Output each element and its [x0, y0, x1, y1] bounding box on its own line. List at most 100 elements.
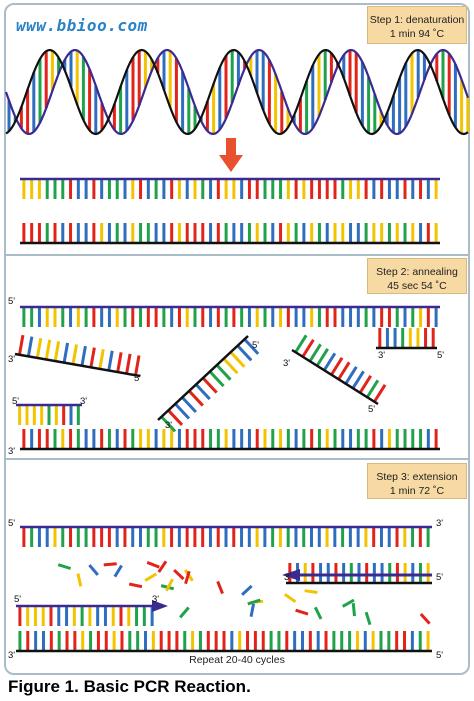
primer-c-base: [330, 357, 344, 376]
free-nucleotide: [313, 606, 323, 620]
primer-c-base: [351, 370, 365, 390]
primer-b-base: [215, 364, 232, 381]
primer-b-base: [194, 383, 211, 401]
separator-2: [6, 458, 468, 460]
primer-a-base: [89, 347, 96, 368]
step-3-title: Step 3: extension: [376, 471, 458, 483]
primer-c-base: [294, 334, 308, 354]
primer-b-base: [208, 370, 225, 388]
step-1-condition: 1 min 94 ˚C: [389, 28, 445, 40]
free-nucleotide: [247, 598, 261, 606]
free-nucleotide: [249, 603, 256, 617]
primer-c-base: [308, 343, 322, 363]
label-3prime-extension-b: 3': [152, 594, 160, 605]
denature-arrow-shaft: [226, 138, 236, 156]
label-5prime-primer-c: 5': [368, 404, 376, 415]
free-nucleotide: [304, 589, 318, 594]
primer-b-base: [229, 351, 246, 368]
label-3prime-primer-d: 3': [378, 350, 386, 361]
primer-a-base: [26, 336, 34, 357]
free-nucleotide: [283, 593, 297, 603]
label-3prime-bottom-step2: 3': [8, 446, 16, 457]
primer-b-backbone: [157, 335, 249, 421]
free-nucleotide: [146, 561, 160, 569]
primer-c-base: [322, 352, 337, 372]
primer-a-base: [125, 353, 132, 374]
free-nucleotide: [165, 578, 174, 592]
step-3-condition: 1 min 72 ˚C: [389, 485, 445, 497]
primer-a-base: [35, 337, 43, 359]
label-5prime-top-step2: 5': [8, 296, 16, 307]
free-nucleotide: [144, 572, 158, 582]
primer-a-base: [80, 345, 87, 367]
primer-a-base: [71, 344, 78, 365]
step-2-box: Step 2: annealing 45 sec 54 ˚C: [367, 258, 467, 294]
step-1-title: Step 1: denaturation: [369, 14, 465, 26]
primer-c-base: [337, 361, 351, 381]
free-nucleotide: [103, 562, 117, 567]
label-3prime-primer-e: 3': [80, 396, 88, 407]
primer-a-base: [116, 352, 123, 373]
primer-b-base: [222, 357, 239, 375]
free-nucleotide: [419, 613, 431, 625]
free-nucleotide: [351, 602, 356, 617]
free-nucleotide: [157, 560, 168, 573]
primer-c-base: [301, 339, 315, 358]
primer-b-base: [236, 344, 253, 362]
primer-a-base: [53, 341, 61, 362]
primer-b-base: [243, 338, 260, 355]
primer-a-base: [134, 355, 141, 376]
figure-caption: Figure 1. Basic PCR Reaction.: [8, 677, 251, 696]
separator-1: [6, 254, 468, 256]
free-nucleotide: [113, 564, 123, 578]
step-2-title: Step 2: annealing: [376, 266, 458, 278]
primer-c-base: [344, 366, 358, 385]
primer-c-base: [365, 379, 380, 399]
primer-b-base: [174, 402, 191, 420]
label-5prime-primer-e: 5': [12, 396, 20, 407]
free-nucleotide: [76, 573, 83, 587]
label-5prime-primer-d: 5': [437, 350, 445, 361]
label-5prime-extension-b: 5': [14, 594, 22, 605]
free-nucleotide: [179, 606, 190, 619]
label-3prime-primer-a: 3': [8, 354, 16, 365]
label-5prime-primer-a: 5': [134, 373, 142, 384]
primer-a-base: [44, 339, 52, 360]
primer-c-base: [358, 375, 372, 394]
label-5prime-extension-a: 5': [436, 572, 444, 583]
primer-a-base: [17, 334, 25, 356]
free-nucleotide: [57, 563, 72, 570]
primer-b-base: [160, 415, 177, 433]
helix-strand-purple: [4, 49, 470, 135]
denature-arrow-head: [219, 155, 243, 172]
label-3prime-primer-b: 3': [165, 420, 173, 431]
repeat-cycles-text: Repeat 20-40 cycles: [189, 654, 285, 666]
primer-b-base: [188, 389, 204, 407]
free-nucleotide: [128, 582, 143, 589]
free-nucleotide: [173, 568, 185, 581]
label-3prime-primer-c: 3': [283, 358, 291, 369]
primer-c-base: [373, 384, 387, 403]
helix-strand-black: [5, 48, 469, 136]
label-5prime-bottom-step3: 5': [436, 650, 444, 661]
free-nucleotide: [88, 564, 99, 576]
label-5prime-primer-b: 5': [252, 340, 260, 351]
label-5prime-top-step3: 5': [8, 518, 16, 529]
free-nucleotide: [184, 570, 191, 585]
label-3prime-extension-a: 3': [284, 572, 292, 583]
extension-arrow-b-head: [152, 600, 168, 612]
primer-a-backbone: [14, 352, 141, 378]
free-nucleotide: [216, 580, 224, 595]
free-nucleotide: [341, 598, 355, 608]
primer-c-backbone: [291, 348, 379, 406]
primer-a-base: [107, 350, 114, 371]
primer-a-base: [62, 342, 70, 363]
free-nucleotide: [295, 608, 309, 616]
primer-b-base: [201, 376, 218, 394]
free-nucleotide: [241, 584, 253, 596]
watermark-text: www.bbioo.com: [16, 16, 148, 35]
label-3prime-top-step3: 3': [436, 518, 444, 529]
label-3prime-bottom-step3: 3': [8, 650, 16, 661]
primer-b-base: [167, 409, 184, 426]
